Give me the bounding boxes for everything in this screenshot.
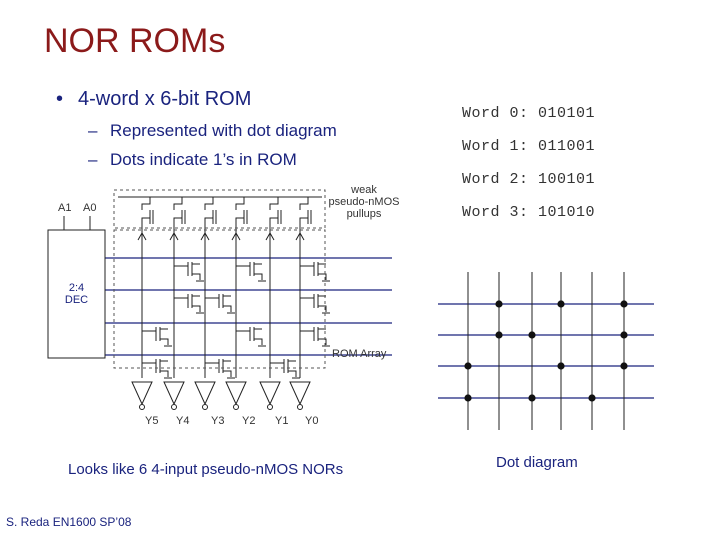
dot-1-1 [495,331,503,339]
rom-cell-3-4 [270,359,297,377]
dot-1-2 [528,331,536,339]
pullup-label: weak pseudo-nMOS pullups [328,184,400,220]
pullup-dashed-box [113,189,326,229]
rom-cell-1-2 [205,294,232,312]
rom-cell-2-3 [236,327,263,345]
sub-bullet-1: Represented with dot diagram [110,121,337,140]
schematic-caption: Looks like 6 4-input pseudo-nMOS NORs [68,461,344,478]
inverter-bubble-1 [171,404,177,410]
pullup-transistor-1 [173,197,186,228]
wordlines [105,257,392,356]
sub-bullet-marker-1: – [88,121,98,140]
dot-0-5 [620,300,628,308]
inverter-0 [131,381,153,406]
output-label-y4: Y4 [176,415,190,427]
word-2: Word 2: 100101 [462,171,596,188]
rom-cell-transistors [142,262,330,379]
inverter-bubble-5 [297,404,303,410]
output-inverters [131,381,311,410]
pullup-transistors [118,196,322,241]
rom-array-label: ROM Array [332,348,387,360]
rom-cell-0-5 [300,262,327,280]
pullup-transistor-5 [299,197,312,228]
decoder-label: 2:4 DEC [64,282,89,306]
dot-diagram-caption: Dot diagram [496,454,578,471]
slide-title: NOR ROMs [44,22,226,60]
pullup-transistor-0 [141,197,154,228]
pullup-transistor-3 [235,197,248,228]
dot-0-3 [557,300,565,308]
rom-cell-0-1 [174,262,201,280]
address-label-a0: A0 [83,202,97,214]
pullup-transistor-2 [204,197,217,228]
address-label-a1: A1 [58,202,72,214]
inverter-bubble-4 [267,404,273,410]
pullup-transistor-4 [269,197,282,228]
sub-bullet-2: Dots indicate 1’s in ROM [110,150,297,169]
dot-2-0 [464,362,472,370]
dot-3-0 [464,394,472,402]
rom-cell-0-3 [236,262,263,280]
dot-3-4 [588,394,596,402]
rom-cell-2-0 [142,327,169,345]
output-label-y0: Y0 [305,415,319,427]
inverter-2 [194,381,216,406]
output-label-y5: Y5 [145,415,159,427]
inverter-bubble-0 [139,404,145,410]
sub-bullet-marker-2: – [88,150,98,169]
rom-cell-1-5 [300,294,327,312]
word-1: Word 1: 011001 [462,138,596,155]
slide-footer: S. Reda EN1600 SP’08 [6,515,132,529]
inverter-4 [259,381,281,406]
inverter-3 [225,381,247,406]
inverter-5 [289,381,311,406]
inverter-1 [163,381,185,406]
dot-diagram-grid [438,272,654,430]
bullet-main: 4-word x 6-bit ROM [78,88,252,110]
dot-2-5 [620,362,628,370]
rom-cell-3-0 [142,359,169,377]
decoder-box [47,229,106,359]
rom-cell-1-1 [174,294,201,312]
bullet-marker: • [56,88,64,110]
rom-cell-3-2 [205,359,232,377]
word-3: Word 3: 101010 [462,204,596,221]
output-label-y2: Y2 [242,415,256,427]
dot-3-2 [528,394,536,402]
bitlines [141,228,301,378]
dot-1-5 [620,331,628,339]
inverter-bubble-3 [233,404,239,410]
output-label-y3: Y3 [211,415,225,427]
inverter-bubble-2 [202,404,208,410]
word-0: Word 0: 010101 [462,105,596,122]
dot-0-1 [495,300,503,308]
output-label-y1: Y1 [275,415,289,427]
rom-cell-2-5 [300,327,327,345]
dot-2-3 [557,362,565,370]
